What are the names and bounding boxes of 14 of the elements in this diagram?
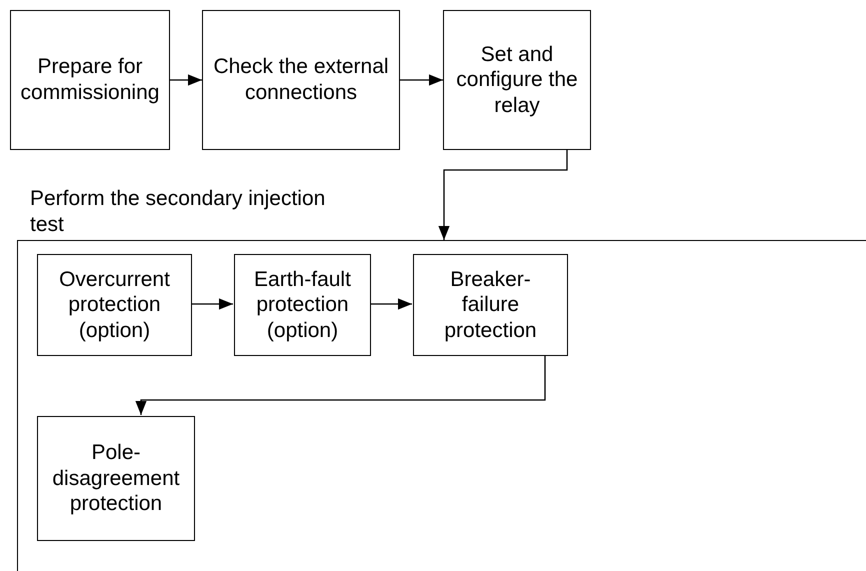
arrow xyxy=(370,298,412,310)
process-box: Pole-disagreement protection xyxy=(37,416,195,541)
arrow xyxy=(170,74,202,86)
arrow xyxy=(135,355,546,415)
process-box: Check the external connections xyxy=(202,10,400,150)
process-box: Breaker-failure protection xyxy=(413,254,568,356)
process-box: Overcurrent protection (option) xyxy=(37,254,192,356)
process-box: Earth-fault protection (option) xyxy=(234,254,371,356)
process-box: Prepare for commissioning xyxy=(10,10,170,150)
arrow xyxy=(438,150,568,240)
arrow xyxy=(191,298,233,310)
group-heading: Perform the secondary injection test xyxy=(30,186,326,238)
arrow xyxy=(400,74,443,86)
process-box: Set and configure the relay xyxy=(443,10,591,150)
